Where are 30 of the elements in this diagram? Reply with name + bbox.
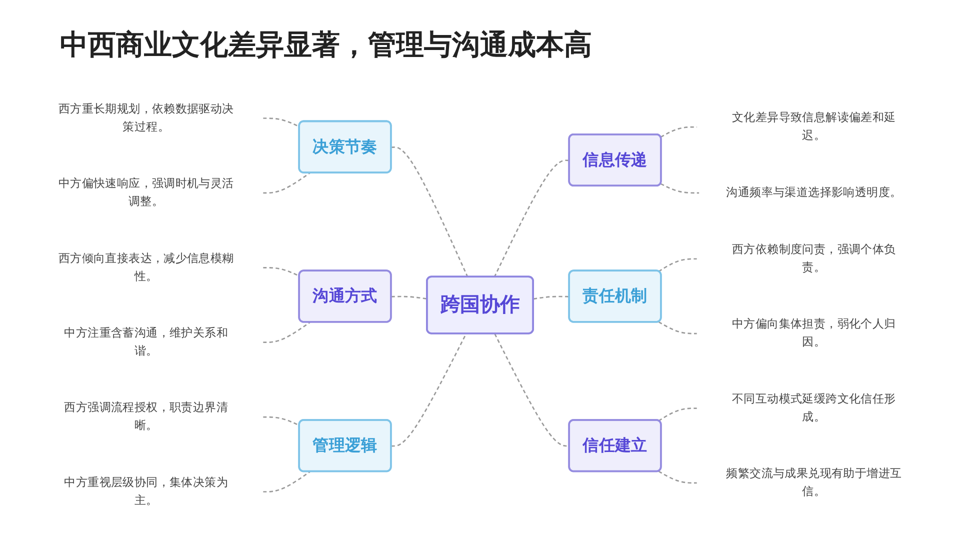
connector	[658, 321, 697, 334]
node-text: 中方注重含蓄沟通，维护关系和谐。	[64, 326, 228, 358]
connector	[391, 146, 468, 278]
connector	[391, 334, 467, 447]
connector	[263, 471, 310, 492]
node-text: 沟通频率与渠道选择影响透明度。	[726, 186, 902, 200]
connector	[263, 322, 310, 344]
node-text: 文化差异导致信息解读偏差和延迟。	[732, 111, 896, 142]
connector	[263, 266, 300, 277]
node-text: 不同互动模式延缓跨文化信任形成。	[732, 392, 896, 424]
connector	[391, 296, 428, 300]
connector	[263, 118, 300, 128]
connector	[660, 183, 700, 194]
node-text: 西方依赖制度问责，强调个体负责。	[732, 243, 896, 274]
node-text: 频繁交流与成果兑现有助于增进互信。	[726, 467, 902, 498]
connector	[658, 408, 697, 422]
node-text: 西方重长期规划，依赖数据驱动决策过程。	[58, 102, 234, 134]
node-text: 中方偏快速响应，强调时机与灵活调整。	[58, 177, 234, 208]
node-text: 西方强调流程授权，职责边界清晰。	[64, 401, 228, 432]
connector	[494, 160, 570, 278]
node-text: 西方倾向直接表达，减少信息模糊性。	[58, 252, 234, 283]
node-text: 中方重视层级协同，集体决策为主。	[64, 476, 228, 508]
connector	[533, 296, 570, 300]
connector	[660, 126, 697, 138]
connector	[658, 258, 697, 272]
page-title: 中西商业文化差异显著，管理与沟通成本高	[60, 27, 592, 63]
connector	[263, 172, 310, 194]
connector	[658, 470, 697, 484]
node-text: 中方偏向集体担责，弱化个人归因。	[732, 318, 896, 349]
connector	[263, 416, 300, 426]
